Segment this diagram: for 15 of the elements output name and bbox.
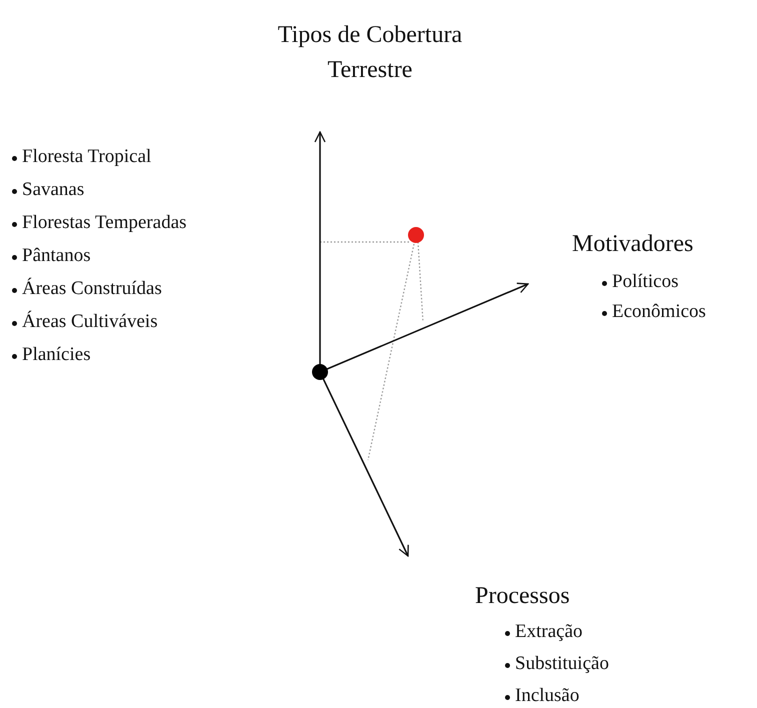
- list-item: Planícies: [22, 344, 91, 367]
- list-item: Áreas Construídas: [22, 278, 162, 301]
- list-item: Políticos: [612, 271, 679, 294]
- list-item: Inclusão: [515, 685, 580, 708]
- list-item: Pântanos: [22, 245, 91, 268]
- list-item: Floresta Tropical: [22, 146, 152, 169]
- list-item: Florestas Temperadas: [22, 212, 187, 235]
- list-item: Econômicos: [612, 301, 706, 324]
- list-item: Substituição: [515, 653, 609, 676]
- axis-title: Tipos de Cobertura Terrestre: [276, 21, 464, 85]
- list-item: Extração: [515, 621, 583, 644]
- axis-title: Processos: [475, 582, 570, 611]
- list-item: Savanas: [22, 179, 84, 202]
- list-item: Áreas Cultiváveis: [22, 311, 158, 334]
- axis-title: Motivadores: [572, 230, 694, 259]
